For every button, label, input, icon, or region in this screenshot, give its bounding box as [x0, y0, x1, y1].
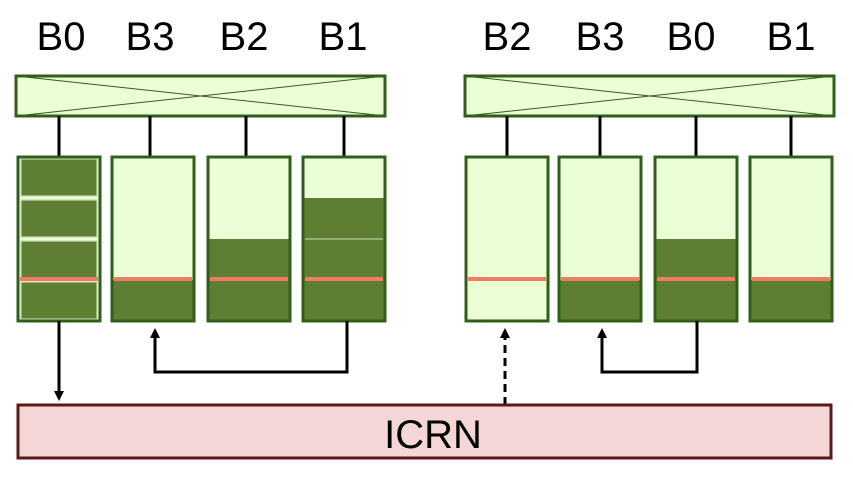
bank-fill [559, 280, 641, 321]
group-left-label-3: B2 [220, 15, 269, 59]
bank-slot [20, 240, 98, 279]
crossbar-left-diagonal-b [15, 75, 386, 117]
group-left-labels: B0 B3 B2 B1 [37, 15, 368, 59]
bank-right-2 [557, 155, 643, 323]
crossbar-left [14, 74, 387, 118]
arrow-left-b1-to-b3 [150, 321, 349, 374]
group-left-label-1: B0 [37, 15, 86, 59]
bank-left-2 [110, 155, 196, 323]
bank-outline [464, 155, 550, 323]
bank-outline [206, 155, 292, 323]
group-right-label-3: B0 [667, 15, 716, 59]
bank-fill [750, 280, 832, 321]
group-left-label-4: B1 [319, 15, 368, 59]
bank-outline [748, 155, 834, 323]
icrn-box [16, 403, 833, 460]
arrow-right-b0-to-b3 [597, 321, 699, 374]
bank-left-1 [16, 155, 102, 323]
bank-outline [110, 155, 196, 323]
bank-right-3 [653, 155, 739, 323]
group-right-label-2: B3 [576, 15, 625, 59]
group-left-label-2: B3 [126, 15, 175, 59]
bank-slot [20, 281, 98, 320]
icrn-block: ICRN [16, 403, 833, 460]
bank-outline [301, 155, 387, 323]
bank-left-4 [301, 155, 387, 323]
bank-right-1 [464, 155, 550, 323]
crossbar-connectors [57, 116, 793, 157]
transfer-arrows [54, 321, 699, 405]
group-right-label-1: B2 [483, 15, 532, 59]
bank-left-3 [206, 155, 292, 323]
bank-right-4 [748, 155, 834, 323]
bank-outline [557, 155, 643, 323]
bank-fill [112, 280, 194, 321]
crossbar-right [463, 74, 836, 118]
crossbar-right-diagonal-b [464, 75, 835, 117]
bank-background [466, 157, 548, 321]
group-right-labels: B2 B3 B0 B1 [483, 15, 816, 59]
bank-fill [303, 198, 385, 321]
bank-slot [20, 199, 98, 238]
bank-slot [20, 158, 98, 197]
group-right-label-4: B1 [767, 15, 816, 59]
icrn-label: ICRN [384, 413, 482, 457]
banks [16, 155, 834, 323]
